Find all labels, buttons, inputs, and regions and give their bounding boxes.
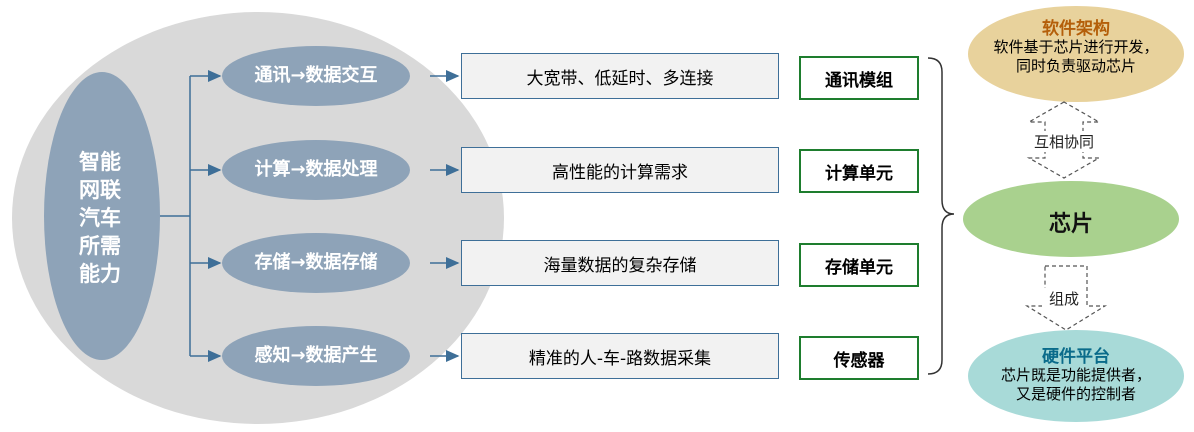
capability-computing: 计算→数据处理 xyxy=(254,159,378,180)
main-label-line: 所需 xyxy=(79,234,121,258)
hardware-description: 芯片既是功能提供者， 又是硬件的控制者 xyxy=(971,366,1181,404)
software-line: 同时负责驱动芯片 xyxy=(1015,57,1136,75)
software-title: 软件架构 xyxy=(1042,19,1110,39)
capability-ellipse xyxy=(222,326,410,386)
component-communication-module: 通讯模组 xyxy=(799,56,919,100)
capability-communication: 通讯→数据交互 xyxy=(254,65,378,86)
capability-storage: 存储→数据存储 xyxy=(254,252,378,273)
requirement-box: 高性能的计算需求 xyxy=(461,147,779,193)
requirement-box: 海量数据的复杂存储 xyxy=(461,240,779,286)
requirement-box: 精准的人-车-路数据采集 xyxy=(461,333,779,379)
chip-label: 芯片 xyxy=(1048,212,1093,237)
component-sensor: 传感器 xyxy=(799,336,919,380)
hardware-line: 又是硬件的控制者 xyxy=(1015,385,1136,403)
relation-label-compose: 组成 xyxy=(1042,288,1086,309)
main-label-line: 智能 xyxy=(79,150,121,174)
right-brace xyxy=(927,57,955,375)
requirement-box: 大宽带、低延时、多连接 xyxy=(461,53,779,99)
software-description: 软件基于芯片进行开发， 同时负责驱动芯片 xyxy=(971,38,1181,76)
software-line: 软件基于芯片进行开发， xyxy=(993,38,1159,56)
main-label-line: 汽车 xyxy=(79,206,121,230)
main-capability-label: 智能 网联 汽车 所需 能力 xyxy=(68,148,132,288)
hardware-title: 硬件平台 xyxy=(1042,347,1110,367)
hardware-ellipse xyxy=(968,330,1184,422)
capability-ellipse xyxy=(222,233,410,293)
software-ellipse xyxy=(968,6,1184,102)
capability-ellipse xyxy=(222,140,410,200)
hardware-line: 芯片既是功能提供者， xyxy=(1000,366,1151,384)
component-computing-unit: 计算单元 xyxy=(799,149,919,193)
capability-sensing: 感知→数据产生 xyxy=(254,345,378,366)
chip-ellipse xyxy=(963,181,1179,257)
capability-ellipse xyxy=(222,46,410,106)
component-storage-unit: 存储单元 xyxy=(799,243,919,287)
main-label-line: 能力 xyxy=(79,262,121,286)
main-label-line: 网联 xyxy=(79,178,121,202)
main-capability-ellipse xyxy=(44,72,160,360)
relation-label-cooperate: 互相协同 xyxy=(1028,131,1100,152)
